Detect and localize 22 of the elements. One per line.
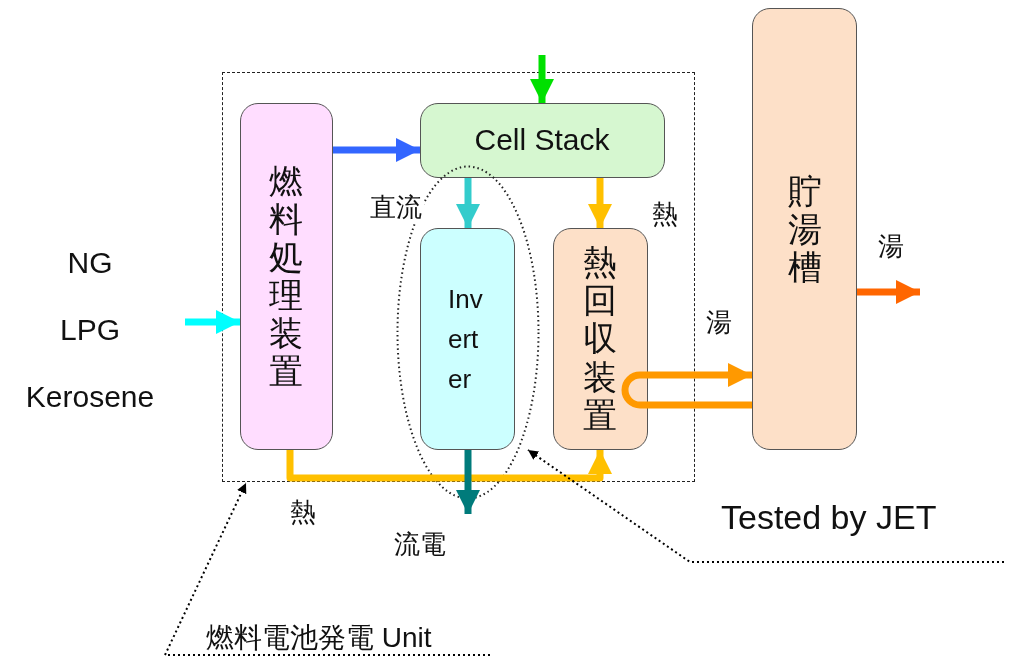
fuel-label: LPG: [60, 312, 120, 348]
flow-arrow: [588, 178, 612, 228]
edge-label: 流電: [392, 530, 448, 559]
process-box: 燃料処理装置: [239, 102, 333, 450]
flow-arrow: [621, 363, 752, 409]
fuel-label: Kerosene: [25, 379, 155, 415]
leader-line: [164, 482, 491, 656]
fuel-label: NG: [67, 245, 113, 281]
edge-label: 湯: [876, 232, 906, 261]
caption-text: 燃料電池発電 Unit: [200, 600, 492, 655]
edge-label: 熱: [650, 200, 680, 229]
process-box: 熱回収装置: [552, 227, 648, 450]
edge-label: 直流: [368, 193, 424, 222]
process-box: Cell Stack: [419, 102, 665, 178]
process-box: 貯湯槽: [752, 8, 857, 450]
flow-arrow: [333, 138, 420, 162]
caption-text: Tested by JET: [715, 496, 1007, 564]
flow-arrow: [456, 178, 480, 228]
edge-label: 熱: [288, 498, 318, 527]
process-box: Inverter: [420, 228, 515, 450]
edge-label: 湯: [704, 308, 734, 337]
leader-line: [527, 449, 1005, 563]
